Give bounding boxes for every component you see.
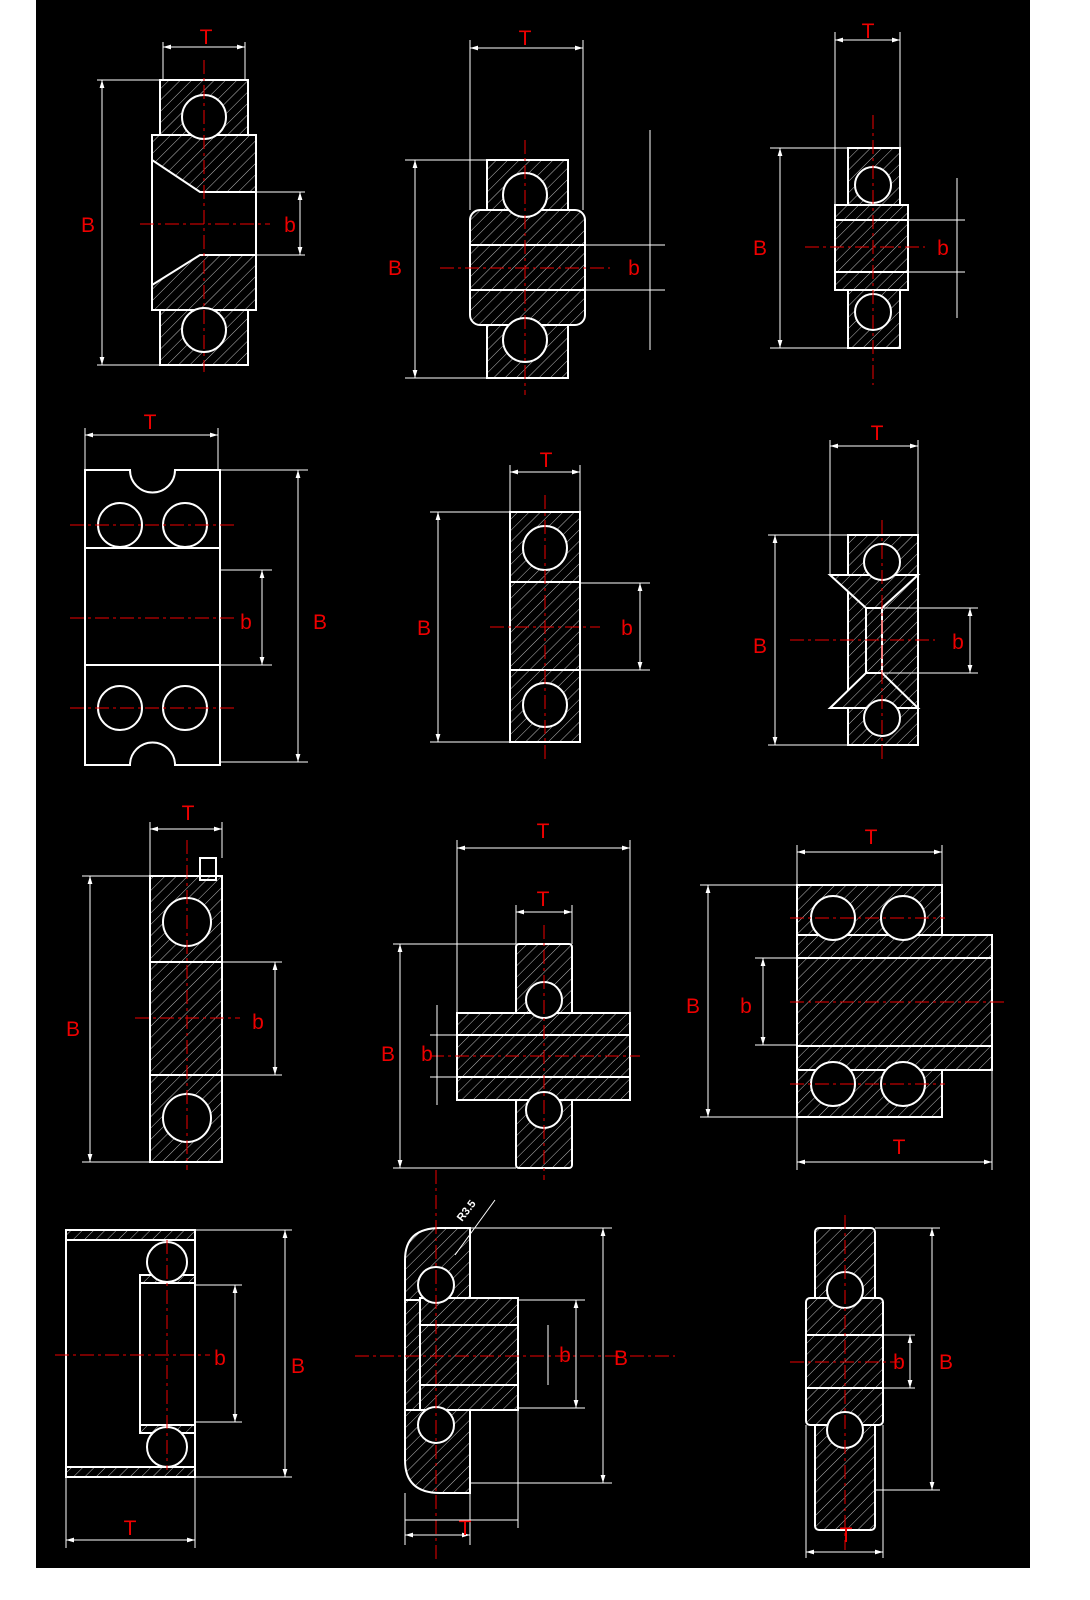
label-B: B [66, 1018, 80, 1041]
label-b: b [252, 1011, 264, 1034]
label-T: T [144, 411, 157, 434]
label-B: B [381, 1043, 395, 1066]
bearing-1: T B b [81, 26, 305, 372]
bearing-6: T B b [753, 422, 978, 760]
label-B: B [417, 617, 431, 640]
label-T-outer: T [537, 820, 550, 843]
label-T: T [124, 1517, 137, 1540]
label-T: T [459, 1517, 472, 1540]
label-b: b [893, 1351, 905, 1374]
label-B: B [686, 995, 700, 1018]
label-B: B [81, 214, 95, 237]
bearing-9: T T B b [686, 826, 1005, 1170]
label-T: T [840, 1524, 853, 1547]
bearing-2: T B b [388, 27, 665, 395]
label-b: b [559, 1344, 571, 1367]
bearing-10: T B b [55, 1229, 305, 1548]
bearing-7: T B b [66, 802, 282, 1170]
label-B: B [939, 1351, 953, 1374]
label-b: b [284, 214, 296, 237]
label-b: b [937, 237, 949, 260]
bearing-12: T B b [790, 1215, 953, 1558]
label-T-wheel: T [537, 888, 550, 911]
label-T: T [182, 802, 195, 825]
label-b: b [740, 995, 752, 1018]
bearing-4: T B b [70, 411, 327, 766]
bearing-11: R3.5 T B b [355, 1170, 675, 1560]
label-T-bottom: T [893, 1136, 906, 1159]
label-B: B [291, 1355, 305, 1378]
label-T: T [871, 422, 884, 445]
label-B: B [753, 237, 767, 260]
label-b: b [621, 617, 633, 640]
label-b: b [214, 1347, 226, 1370]
label-B: B [388, 257, 402, 280]
label-b: b [952, 631, 964, 654]
label-B: B [313, 611, 327, 634]
label-B: B [753, 635, 767, 658]
label-B: B [614, 1347, 628, 1370]
radius-note: R3.5 [455, 1198, 479, 1224]
bearing-5: T B b [417, 449, 650, 760]
bearing-3: T B b [753, 20, 965, 385]
label-T: T [540, 449, 553, 472]
bearing-8: T T B b [381, 820, 640, 1180]
label-T: T [519, 27, 532, 50]
label-b: b [240, 611, 252, 634]
label-b: b [628, 257, 640, 280]
label-T-top: T [865, 826, 878, 849]
label-T: T [200, 26, 213, 49]
label-b: b [421, 1043, 433, 1066]
label-T: T [862, 20, 875, 43]
